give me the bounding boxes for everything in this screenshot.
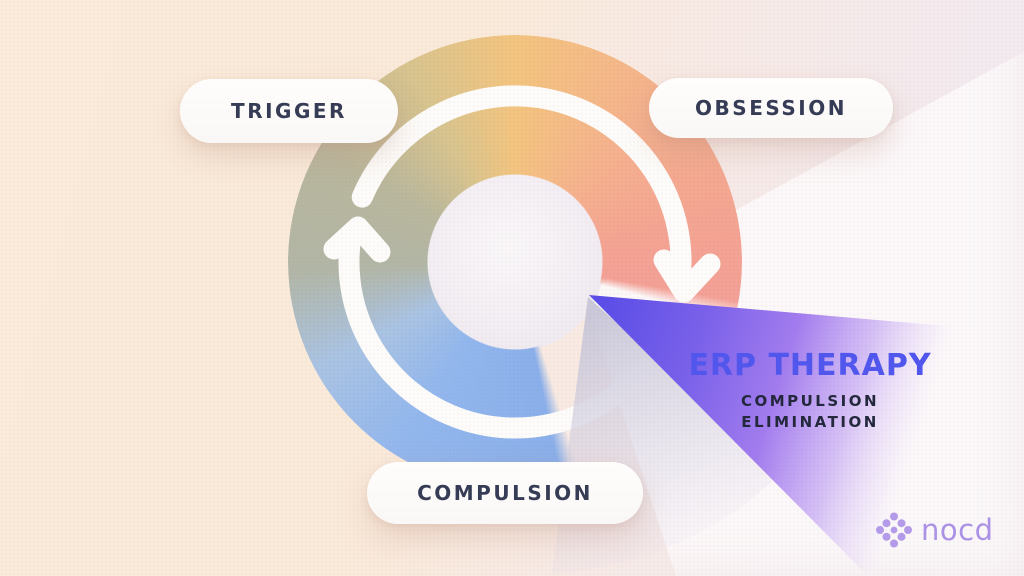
obsession-label: OBSESSION [695,96,847,120]
erp-wedge-shape [589,295,1016,576]
node-pill-obsession: OBSESSION [649,78,893,138]
erp-callout-sub-line2: ELIMINATION [741,413,879,431]
erp-callout-sub-line1: COMPULSION [740,392,880,410]
trigger-label: TRIGGER [231,99,347,123]
brand-logo: nocd [876,512,993,548]
clockwise-arrow-top-icon [351,85,721,303]
nocd-dots-icon [876,512,912,548]
node-pill-trigger: TRIGGER [180,79,398,143]
erp-callout: ERP THERAPY COMPULSION ELIMINATION [640,349,980,433]
node-pill-compulsion: COMPULSION [367,462,643,524]
brand-name: nocd [921,512,994,547]
erp-callout-title: ERP THERAPY [688,348,932,383]
compulsion-label: COMPULSION [417,481,593,505]
